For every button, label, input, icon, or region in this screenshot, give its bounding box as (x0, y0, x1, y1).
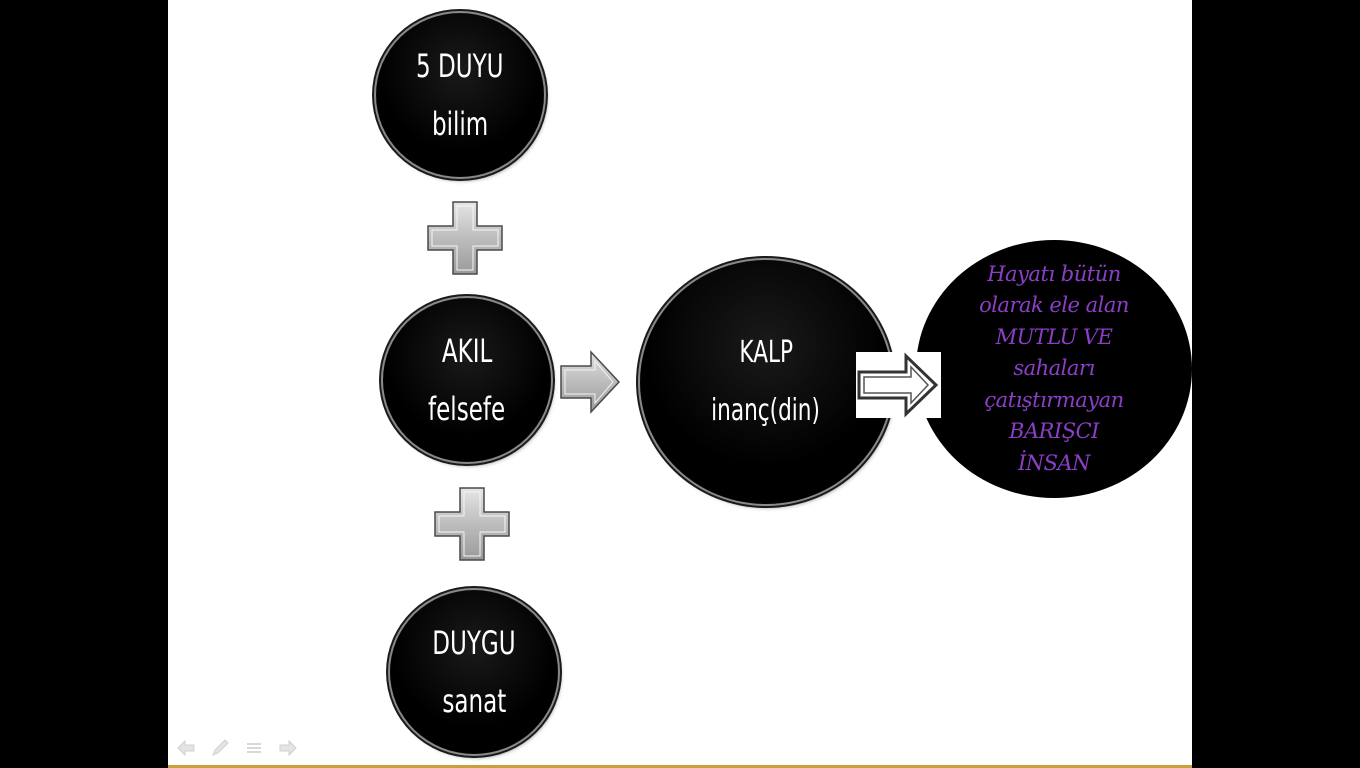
plus-icon (434, 487, 510, 561)
reason-subtitle: felsefe (428, 390, 506, 428)
result-line: MUTLU VE (995, 324, 1113, 349)
result-bubble: Hayatı bütün olarak ele alan MUTLU VE sa… (916, 240, 1192, 498)
result-line: çatıştırmayan (984, 387, 1124, 412)
result-line: Hayatı bütün (987, 261, 1121, 286)
heart-subtitle: inanç(din) (711, 393, 821, 428)
menu-icon[interactable] (244, 738, 264, 758)
result-line: olarak ele alan (979, 293, 1129, 318)
feeling-subtitle: sanat (442, 682, 506, 720)
feeling-bubble: DUYGU sanat (390, 590, 558, 754)
result-line: sahaları (1013, 356, 1095, 381)
senses-title: 5 DUYU (416, 47, 504, 85)
senses-bubble: 5 DUYU bilim (376, 13, 544, 177)
slide-navigation (176, 738, 298, 758)
plus-icon (427, 201, 503, 275)
feeling-title: DUYGU (432, 624, 516, 662)
senses-subtitle: bilim (431, 105, 489, 143)
result-line: İNSAN (1017, 450, 1091, 475)
next-arrow-icon[interactable] (278, 738, 298, 758)
previous-arrow-icon[interactable] (176, 738, 196, 758)
pen-icon[interactable] (210, 738, 230, 758)
arrow-right-icon (560, 350, 621, 414)
heart-title: KALP (739, 335, 793, 370)
heart-bubble: KALP inanç(din) (640, 260, 892, 504)
slide: 5 DUYU bilim AKIL felsefe (168, 0, 1192, 768)
reason-title: AKIL (441, 332, 493, 370)
slide-bottom-border (168, 765, 1192, 768)
reason-bubble: AKIL felsefe (383, 298, 551, 462)
arrow-right-outline-icon (856, 352, 941, 418)
result-line: BARIŞCI (1009, 419, 1099, 444)
